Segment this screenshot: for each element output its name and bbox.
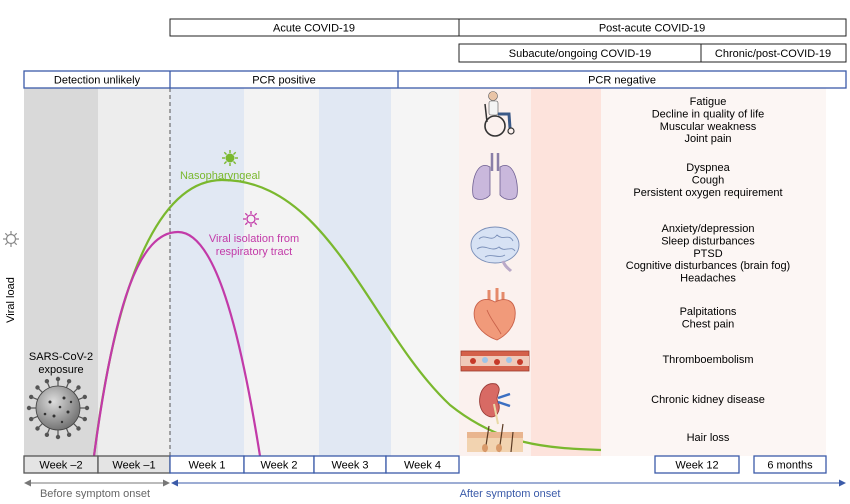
week12-label: Week 12 (675, 460, 718, 472)
six-months-label: 6 months (767, 460, 813, 472)
band-post2 (531, 88, 601, 456)
symptom-text: Hair loss (687, 432, 730, 444)
week12-box (654, 455, 740, 474)
blood-vessel-icon (460, 350, 530, 372)
detection-bar: Detection unlikely PCR positive PCR nega… (23, 70, 847, 89)
phase-chronic: Chronic/post-COVID-19 (715, 48, 831, 60)
symptom-text: Dyspnea (686, 162, 730, 174)
phase-subacute: Subacute/ongoing COVID-19 (509, 48, 651, 60)
symptom-text: Cough (692, 174, 724, 186)
week4-label: Week 4 (404, 460, 441, 472)
phase-post-acute: Post-acute COVID-19 (599, 23, 705, 35)
week-minus2-label: Week –2 (39, 460, 82, 472)
band-chronic (601, 88, 826, 456)
viral-isolation-curve (92, 230, 262, 457)
brain-icon (470, 226, 520, 273)
symptom-text: Decline in quality of life (652, 108, 765, 120)
week4-box (385, 455, 460, 474)
exposure-label-line2: exposure (38, 364, 83, 376)
symptom-text: Persistent oxygen requirement (633, 187, 782, 199)
symptom-text: PTSD (693, 248, 722, 260)
after-onset-label: After symptom onset (460, 488, 561, 499)
before-onset-arrow (24, 479, 170, 487)
lungs-icon (472, 153, 518, 200)
heart-icon (473, 288, 516, 341)
phase-boxes: Acute COVID-19 Post-acute COVID-19 Subac… (169, 18, 847, 63)
viral-isolation-label-line1: Viral isolation from (209, 233, 299, 245)
exposure-label-line1: SARS-CoV-2 (29, 351, 93, 363)
y-axis-label: Viral load (5, 277, 17, 323)
band-week4 (391, 88, 459, 456)
symptom-text: Joint pain (684, 133, 731, 145)
week1-label: Week 1 (188, 460, 225, 472)
kidney-icon (479, 383, 511, 425)
band-week3 (319, 88, 391, 456)
viral-isolation-virus-icon (243, 211, 259, 227)
week3-label: Week 3 (331, 460, 368, 472)
symptom-text: Muscular weakness (660, 121, 757, 133)
sars-cov-2-virus-icon (26, 376, 90, 440)
detection-pcr-positive: PCR positive (252, 75, 316, 87)
symptom-text: Chest pain (682, 318, 735, 330)
symptom-text: Palpitations (680, 306, 737, 318)
symptom-text: Headaches (680, 273, 736, 285)
viral-isolation-label-line2: respiratory tract (216, 246, 292, 258)
symptom-text: Fatigue (690, 96, 727, 108)
after-onset-arrow (171, 479, 846, 487)
viral-load-virus-icon (3, 231, 19, 247)
symptom-text: Anxiety/depression (662, 223, 755, 235)
week-boxes: Week –2 Week –1 Week 1 Week 2 Week 3 Week 4 We… (23, 455, 827, 474)
six-months-box (753, 455, 827, 474)
week-minus1-label: Week –1 (112, 460, 155, 472)
symptom-text: Thromboembolism (662, 354, 753, 366)
band-week2 (244, 88, 319, 456)
band-week1 (170, 88, 244, 456)
wheelchair-icon (484, 91, 515, 137)
symptom-text: Cognitive disturbances (brain fog) (626, 260, 790, 272)
symptom-text: Sleep disturbances (661, 235, 755, 247)
skin-hair-icon (467, 423, 523, 453)
before-onset-label: Before symptom onset (40, 488, 150, 499)
symptom-text: Chronic kidney disease (651, 394, 765, 406)
nasopharyngeal-label: Nasopharyngeal (180, 170, 260, 182)
nasopharyngeal-virus-icon (222, 150, 238, 166)
detection-pcr-negative: PCR negative (588, 75, 656, 87)
phase-acute: Acute COVID-19 (273, 23, 355, 35)
week2-label: Week 2 (260, 460, 297, 472)
detection-unlikely: Detection unlikely (54, 75, 141, 87)
